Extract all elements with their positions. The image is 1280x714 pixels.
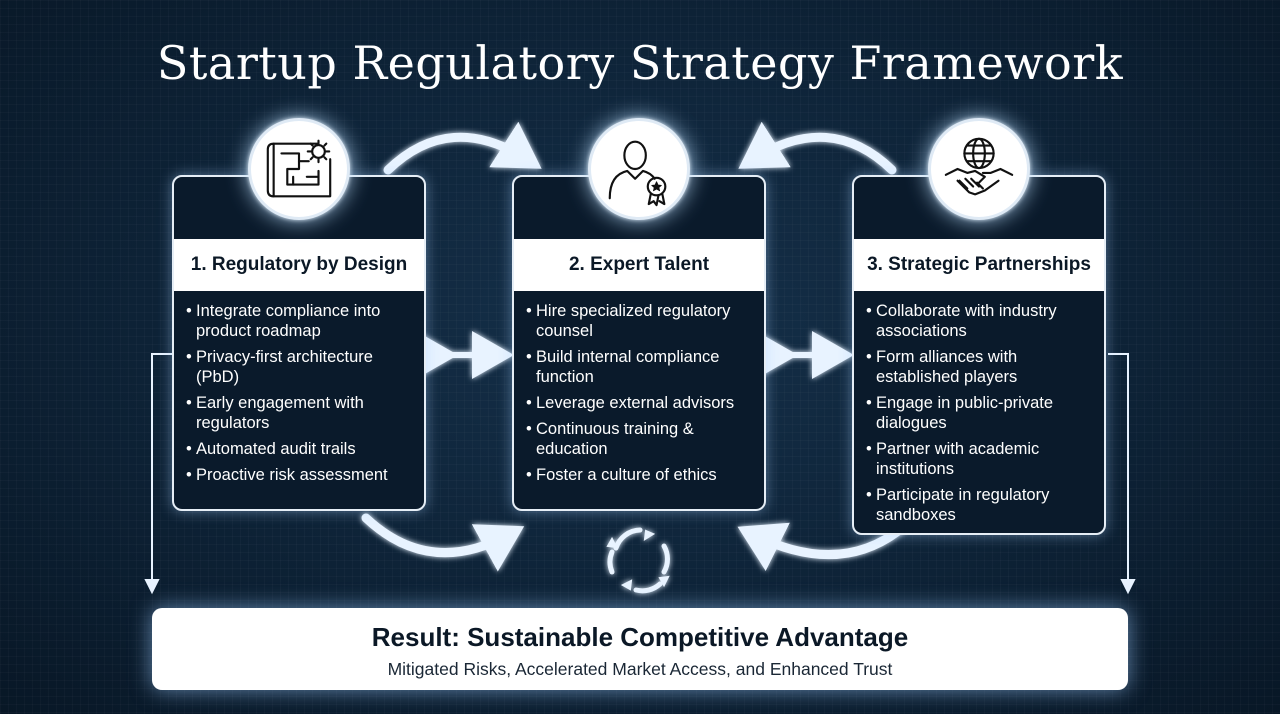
pillar-list: Hire specialized regulatory counsel Buil…: [514, 291, 764, 501]
list-item: Integrate compliance into product roadma…: [186, 301, 414, 341]
list-item: Partner with academic institutions: [866, 439, 1094, 479]
arrow-bottom-right: [737, 522, 907, 572]
arrow-down-left: [151, 353, 172, 582]
pillar-card-partnerships: 3. Strategic Partnerships Collaborate wi…: [852, 175, 1106, 535]
cycle-arrows-icon: [606, 527, 670, 594]
result-subtitle: Mitigated Risks, Accelerated Market Acce…: [387, 659, 893, 679]
list-item: Engage in public-private dialogues: [866, 393, 1094, 433]
list-item: Early engagement with regulators: [186, 393, 414, 433]
pillar-heading: 1. Regulatory by Design: [174, 239, 424, 291]
pillar-card-talent: 2. Expert Talent Hire specialized regula…: [512, 175, 766, 511]
pillar-heading: 2. Expert Talent: [514, 239, 764, 291]
list-item: Continuous training & education: [526, 419, 754, 459]
result-title: Result: Sustainable Competitive Advantag…: [371, 622, 909, 652]
pillar-heading: 3. Strategic Partnerships: [854, 239, 1104, 291]
list-item: Foster a culture of ethics: [526, 465, 754, 485]
list-item: Automated audit trails: [186, 439, 414, 459]
arrow-top-right: [738, 121, 897, 175]
pillar-list: Collaborate with industry associations F…: [854, 291, 1104, 533]
arrow-top-left: [383, 121, 542, 175]
blueprint-gear-icon: [248, 118, 350, 220]
arrow-bottom-left: [361, 513, 525, 572]
globe-handshake-icon: [928, 118, 1030, 220]
pillar-card-design: 1. Regulatory by Design Integrate compli…: [172, 175, 426, 511]
page-title: Startup Regulatory Strategy Framework: [156, 36, 1124, 90]
arrow-down-right: [1108, 353, 1129, 582]
person-badge-icon: [588, 118, 690, 220]
list-item: Collaborate with industry associations: [866, 301, 1094, 341]
list-item: Build internal compliance function: [526, 347, 754, 387]
list-item: Participate in regulatory sandboxes: [866, 485, 1094, 525]
list-item: Privacy-first architecture (PbD): [186, 347, 414, 387]
list-item: Form alliances with established players: [866, 347, 1094, 387]
list-item: Leverage external advisors: [526, 393, 754, 413]
list-item: Proactive risk assessment: [186, 465, 414, 485]
pillar-list: Integrate compliance into product roadma…: [174, 291, 424, 501]
result-panel: Result: Sustainable Competitive Advantag…: [152, 608, 1128, 690]
list-item: Hire specialized regulatory counsel: [526, 301, 754, 341]
